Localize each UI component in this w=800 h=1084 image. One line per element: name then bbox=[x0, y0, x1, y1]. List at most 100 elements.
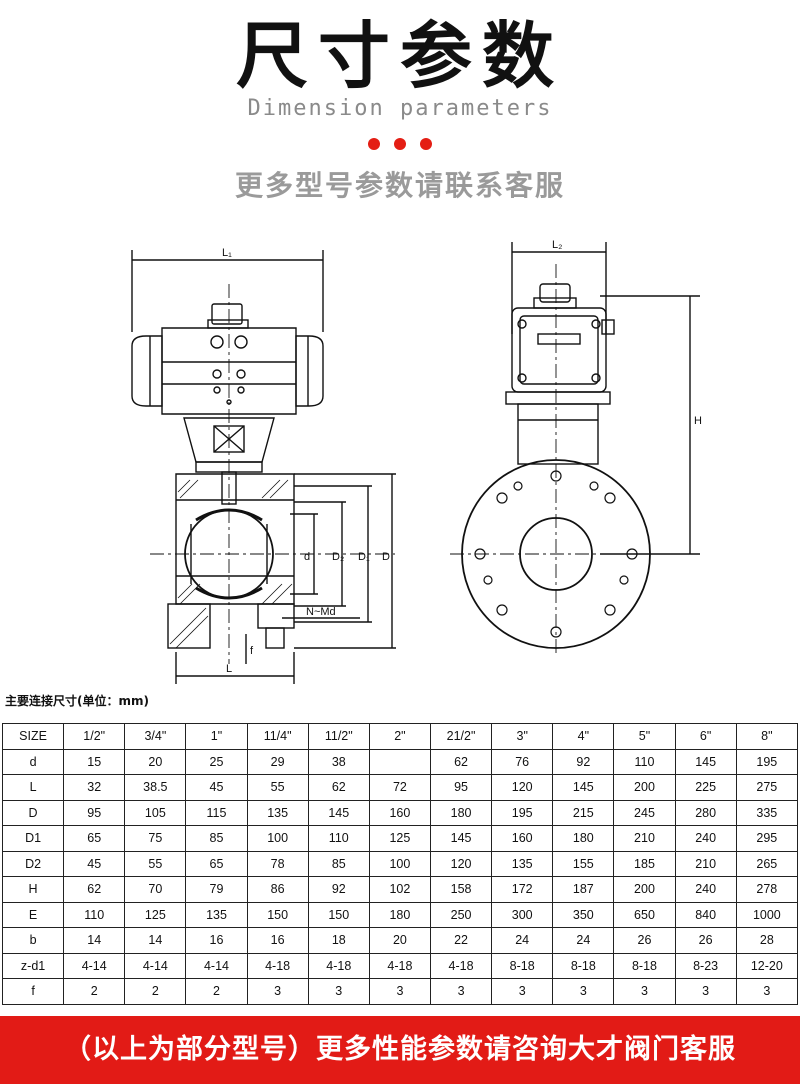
table-cell: 62 bbox=[307, 774, 370, 801]
table-cell: 145 bbox=[552, 774, 615, 801]
table-cell: 70 bbox=[124, 876, 187, 903]
table-cell: 15 bbox=[63, 748, 126, 775]
page-subtitle: Dimension parameters bbox=[247, 96, 553, 121]
table-cell: 240 bbox=[674, 825, 737, 852]
table-cell: 2 bbox=[185, 978, 248, 1005]
table-cell: 100 bbox=[368, 850, 431, 877]
table-cell: 2 bbox=[124, 978, 187, 1005]
table-cell: 29 bbox=[246, 748, 309, 775]
table-cell bbox=[368, 748, 431, 775]
table-cell: 3 bbox=[674, 978, 737, 1005]
table-cell: 240 bbox=[674, 876, 737, 903]
table-cell: 32 bbox=[63, 774, 126, 801]
table-cell: 265 bbox=[735, 850, 799, 877]
table-cell: 3 bbox=[368, 978, 431, 1005]
row-header-cell: D2 bbox=[1, 850, 65, 877]
table-cell: 92 bbox=[307, 876, 370, 903]
table-cell: 45 bbox=[63, 850, 126, 877]
table-cell: 180 bbox=[368, 901, 431, 928]
table-cell: 280 bbox=[674, 799, 737, 826]
table-cell: 1" bbox=[185, 723, 248, 750]
table-cell: 4-18 bbox=[246, 952, 309, 979]
red-dot bbox=[394, 138, 406, 150]
table-cell: 335 bbox=[735, 799, 799, 826]
table-cell: 195 bbox=[735, 748, 799, 775]
table-cell: 105 bbox=[124, 799, 187, 826]
table-cell: 26 bbox=[613, 927, 676, 954]
label-h: H bbox=[694, 415, 702, 427]
table-cell: 115 bbox=[185, 799, 248, 826]
table-cell: 150 bbox=[307, 901, 370, 928]
table-cell: 278 bbox=[735, 876, 799, 903]
table-cell: 295 bbox=[735, 825, 799, 852]
table-cell: 215 bbox=[552, 799, 615, 826]
table-cell: 86 bbox=[246, 876, 309, 903]
table-cell: 135 bbox=[491, 850, 554, 877]
table-cell: 158 bbox=[429, 876, 493, 903]
table-cell: 210 bbox=[613, 825, 676, 852]
row-header-cell: SIZE bbox=[1, 723, 65, 750]
table-cell: 8-18 bbox=[552, 952, 615, 979]
table-cell: 3 bbox=[307, 978, 370, 1005]
table-cell: 78 bbox=[246, 850, 309, 877]
table-cell: 4-14 bbox=[124, 952, 187, 979]
table-cell: 3" bbox=[491, 723, 554, 750]
table-cell: 110 bbox=[63, 901, 126, 928]
table-cell: 300 bbox=[491, 901, 554, 928]
table-cell: 55 bbox=[124, 850, 187, 877]
table-cell: 100 bbox=[246, 825, 309, 852]
table-cell: 200 bbox=[613, 774, 676, 801]
table-cell: 14 bbox=[63, 927, 126, 954]
table-cell: 8" bbox=[735, 723, 799, 750]
table-cell: 16 bbox=[185, 927, 248, 954]
table-cell: 22 bbox=[429, 927, 493, 954]
table-cell: 145 bbox=[674, 748, 737, 775]
table-cell: 4-14 bbox=[185, 952, 248, 979]
table-cell: 275 bbox=[735, 774, 799, 801]
table-cell: 180 bbox=[429, 799, 493, 826]
row-header-cell: b bbox=[1, 927, 65, 954]
table-cell: 135 bbox=[246, 799, 309, 826]
table-cell: 72 bbox=[368, 774, 431, 801]
table-cell: 45 bbox=[185, 774, 248, 801]
table-cell: 172 bbox=[491, 876, 554, 903]
table-cell: 350 bbox=[552, 901, 615, 928]
table-cell: 92 bbox=[552, 748, 615, 775]
table-cell: 85 bbox=[307, 850, 370, 877]
row-header-cell: f bbox=[1, 978, 65, 1005]
table-cell: 8-18 bbox=[491, 952, 554, 979]
table-cell: 3 bbox=[429, 978, 493, 1005]
table-cell: 150 bbox=[246, 901, 309, 928]
table-cell: 5" bbox=[613, 723, 676, 750]
table-cell: 135 bbox=[185, 901, 248, 928]
table-cell: 3 bbox=[552, 978, 615, 1005]
table-cell: 200 bbox=[613, 876, 676, 903]
table-cell: 225 bbox=[674, 774, 737, 801]
table-cell: 2 bbox=[63, 978, 126, 1005]
table-cell: 24 bbox=[491, 927, 554, 954]
table-cell: 185 bbox=[613, 850, 676, 877]
table-cell: 26 bbox=[674, 927, 737, 954]
table-cell: 95 bbox=[63, 799, 126, 826]
table-cell: 180 bbox=[552, 825, 615, 852]
table-cell: 155 bbox=[552, 850, 615, 877]
table-cell: 24 bbox=[552, 927, 615, 954]
label-l1: L₁ bbox=[222, 247, 232, 259]
table-cell: 16 bbox=[246, 927, 309, 954]
table-cell: 102 bbox=[368, 876, 431, 903]
table-cell: 1/2" bbox=[63, 723, 126, 750]
table-cell: 62 bbox=[63, 876, 126, 903]
table-cell: 79 bbox=[185, 876, 248, 903]
table-cell: 110 bbox=[613, 748, 676, 775]
table-cell: 1000 bbox=[735, 901, 799, 928]
table-cell: 145 bbox=[429, 825, 493, 852]
table-cell: 2" bbox=[368, 723, 431, 750]
table-cell: 4-18 bbox=[429, 952, 493, 979]
